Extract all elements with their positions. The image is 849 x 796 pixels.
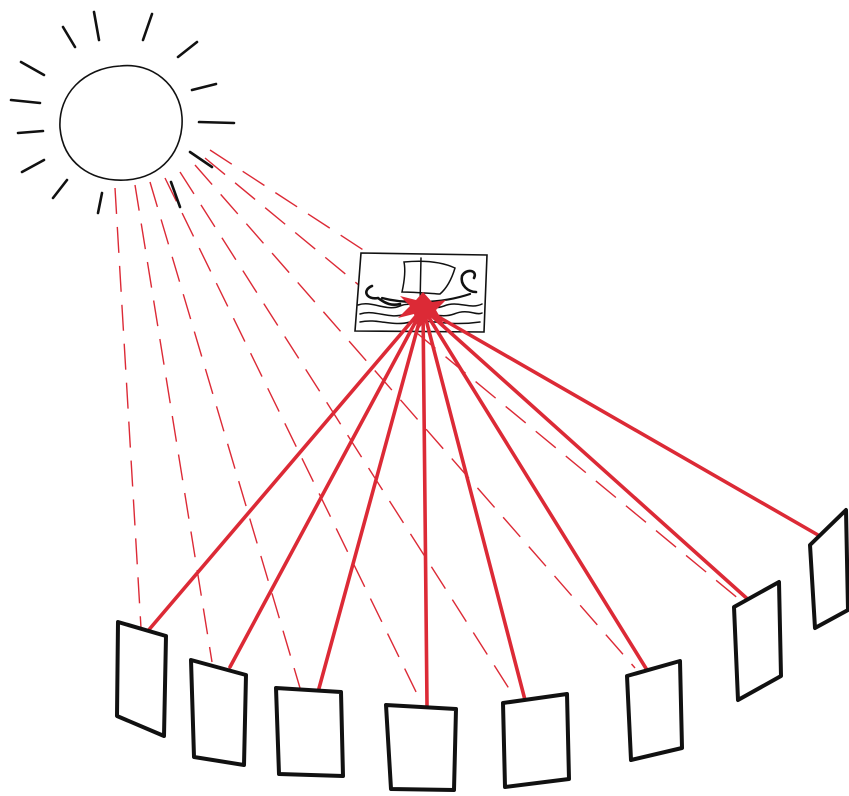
sun-ray-7 (204, 157, 741, 601)
reflected-beam-2 (228, 306, 425, 669)
incoming-sun-rays (114, 149, 741, 701)
ship-stern (460, 269, 478, 294)
sun-rays (9, 10, 236, 215)
ship-bow (365, 284, 402, 307)
reflected-beams (145, 306, 820, 707)
reflected-beam-4 (421, 306, 429, 707)
ship-sail (401, 260, 456, 295)
sun-flare (19, 60, 46, 77)
sun-ray-1 (114, 187, 142, 629)
reflected-beam-7 (421, 306, 754, 605)
mirror-panel-icon (732, 580, 783, 702)
reflected-beam-5 (421, 306, 527, 702)
sun-flare (169, 180, 182, 209)
sun-flare (197, 120, 236, 125)
sun-ray-5 (179, 171, 516, 699)
mirror-panel-icon (115, 620, 168, 738)
sun-flare (141, 12, 154, 42)
sun-flare (96, 191, 104, 215)
reflected-beam-6 (421, 306, 649, 672)
sun-ray-4 (164, 177, 421, 701)
sun-flare (188, 150, 214, 169)
sun-ray-2 (134, 184, 213, 663)
sun-disk (59, 64, 183, 181)
reflected-beam-8 (421, 306, 820, 537)
sun-flare (51, 178, 69, 200)
mirror-panel-icon (808, 508, 849, 630)
mirror-panel-icon (625, 659, 684, 762)
mirror-array (115, 508, 849, 792)
mirror-panel-icon (189, 658, 248, 767)
reflected-beam-3 (316, 306, 425, 694)
sun-ray-6 (194, 164, 636, 669)
mirror-panel-icon (384, 703, 458, 792)
sun-flare (9, 98, 42, 105)
sun-ray-3 (149, 181, 301, 689)
focal-point (398, 292, 446, 330)
sun-ray-8 (209, 149, 441, 301)
sun-flare (92, 10, 101, 42)
sun-flare (16, 129, 45, 135)
reflected-beam-1 (145, 306, 425, 634)
mirror-panel-icon (501, 692, 571, 789)
sun-flare (20, 158, 46, 174)
sun-flare (176, 40, 199, 59)
sun-flare (61, 25, 77, 49)
mirror-panel-icon (274, 686, 345, 778)
sun-flare (190, 82, 218, 92)
sun-icon (9, 10, 236, 215)
